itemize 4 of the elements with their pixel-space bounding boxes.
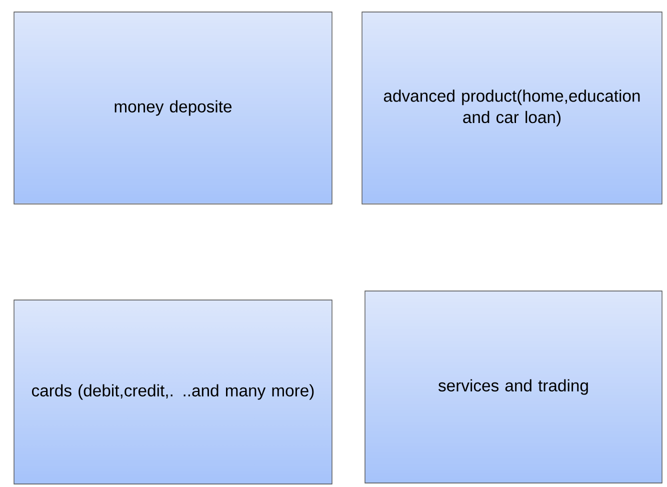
text-box: advanced product(home,education and car loan) — [362, 12, 662, 204]
text-box: cards (debit,credit,. ..and many more) — [14, 300, 332, 484]
text-box: services and trading — [364, 290, 662, 484]
text-box: money deposite — [14, 12, 332, 204]
